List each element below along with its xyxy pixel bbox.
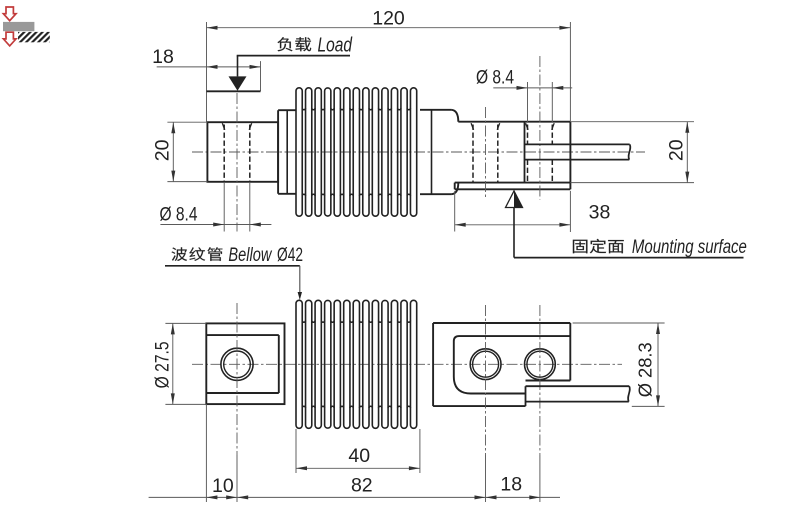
svg-text:Mounting surface: Mounting surface bbox=[632, 236, 747, 258]
svg-text:82: 82 bbox=[351, 475, 373, 497]
svg-text:40: 40 bbox=[348, 445, 370, 467]
svg-text:Bellow: Bellow bbox=[228, 245, 272, 266]
svg-text:Ø 8.4: Ø 8.4 bbox=[476, 66, 514, 88]
svg-text:18: 18 bbox=[152, 46, 174, 68]
svg-text:Ø 28.3: Ø 28.3 bbox=[635, 342, 656, 397]
svg-text:20: 20 bbox=[666, 139, 688, 161]
svg-text:38: 38 bbox=[589, 202, 611, 224]
svg-text:18: 18 bbox=[500, 474, 522, 496]
svg-text:Ø 8.4: Ø 8.4 bbox=[160, 204, 198, 226]
svg-text:10: 10 bbox=[212, 475, 234, 497]
svg-text:Ø42: Ø42 bbox=[277, 245, 303, 266]
svg-text:Load: Load bbox=[318, 34, 353, 56]
svg-text:20: 20 bbox=[152, 139, 174, 161]
svg-text:Ø 27.5: Ø 27.5 bbox=[153, 341, 174, 388]
svg-text:120: 120 bbox=[372, 7, 405, 29]
